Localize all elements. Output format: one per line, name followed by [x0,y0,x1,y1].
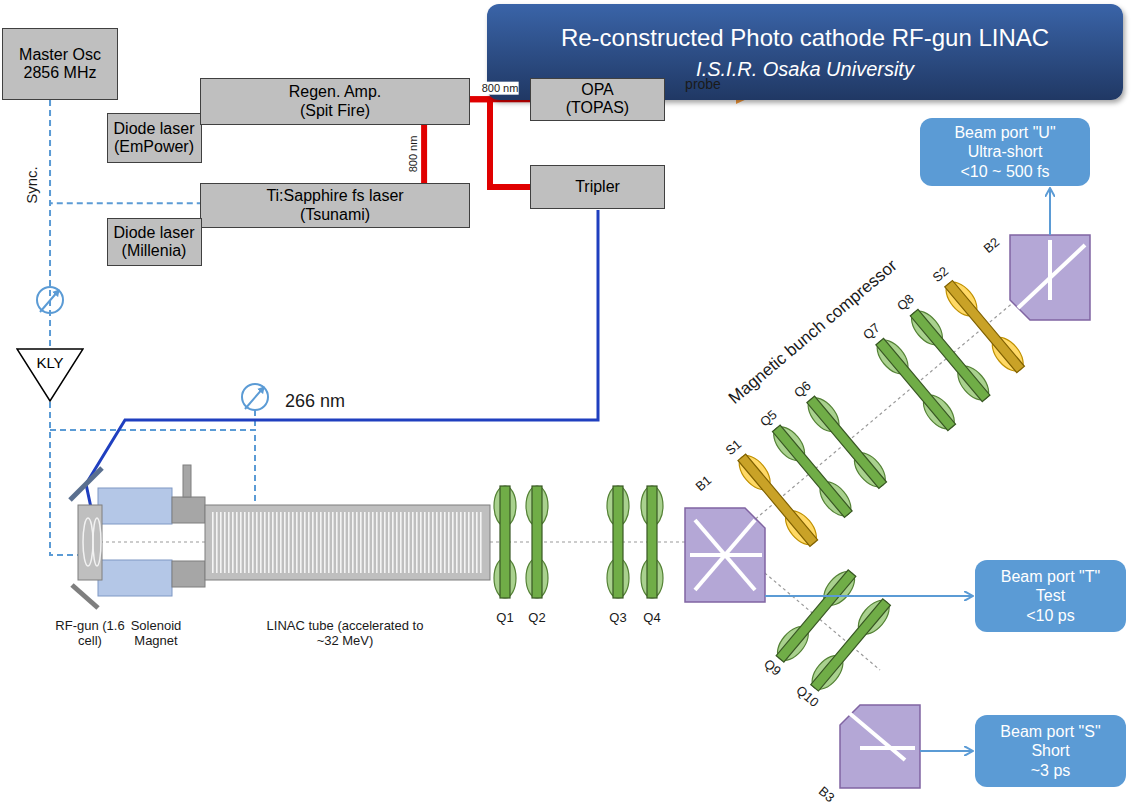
phase-shifter-circle [242,384,268,410]
beam-arrows [765,189,1050,751]
part-label: RF-gun (1.6 cell) [55,619,125,649]
beam-port-box: Beam port "S"Short~3 ps [975,715,1126,787]
rf-feed-line [50,402,78,555]
bending-magnet-path [848,712,915,760]
part-label: Q9 [761,657,784,680]
edge-label: 800 nm [407,136,420,173]
gun-support [72,585,98,608]
beam-arrow [1049,189,1051,235]
part-label: Q4 [643,611,660,626]
equipment-box: Master Osc2856 MHz [2,28,118,100]
box-text: Test [1036,586,1065,605]
part-label: Q1 [496,611,513,626]
box-text: (TOPAS) [566,99,629,117]
box-title: Diode laser [114,224,195,242]
connector-line [49,100,51,348]
bending-magnet [840,705,920,788]
box-title: Tripler [575,178,620,196]
box-text: <10 ~ 500 fs [961,162,1050,181]
equipment-box: Tripler [530,165,665,209]
box-text: I.S.I.R. Osaka University [696,58,914,81]
rf-gun [78,505,102,580]
part-label: Q8 [895,292,918,315]
beam-axis [100,280,1040,670]
part-label: Q2 [528,611,545,626]
box-title: Master Osc [19,46,101,64]
rf-port [183,465,191,497]
equipment-box: Diode laser(EmPower) [107,113,202,163]
bending-magnet-path [1018,240,1085,308]
part-label: S2 [930,264,952,286]
box-title: Beam port "T" [1001,567,1100,586]
linac-tube [205,505,490,580]
box-text: ~3 ps [1031,761,1071,780]
box-title: Beam port "U" [954,123,1055,142]
bending-magnet [685,508,765,602]
beam-arrow [920,750,972,752]
box-title: Regen. Amp. [289,83,382,101]
quadrupole-magnet [494,486,516,598]
part-label: S1 [723,437,745,459]
linac-cells [212,512,483,573]
part-label: 266 nm [285,391,345,412]
box-text: (Tsunami) [300,206,370,224]
box-title: Ti:Sapphire fs laser [266,187,403,205]
part-label: Q5 [757,408,780,431]
part-label: probe [685,76,721,92]
part-label: B1 [693,473,715,495]
part-label: Q3 [609,611,626,626]
box-title: Beam port "S" [1000,722,1100,741]
part-label: LINAC tube (accelerated to ~32 MeV) [263,619,428,649]
connector [50,100,51,348]
quadrupole-magnet [802,392,891,492]
bending-magnet-path [690,520,762,590]
box-title: KLY [36,354,63,371]
solenoid-magnet [98,560,172,596]
equipment-box: Ti:Sapphire fs laser(Tsunami) [200,183,470,228]
beam-port-box: Beam port "T"Test<10 ps [975,560,1126,632]
box-text: Short [1031,741,1069,760]
box-text: (Millenia) [122,242,187,260]
equipment-box: Regen. Amp.(Spit Fire) [200,78,470,125]
part-label: Q7 [860,321,883,344]
edge-label: 800 nm [482,82,519,95]
quadrupole-magnet [607,486,629,598]
part-label: Solenoid Magnet [125,619,187,649]
box-text: 2856 MHz [24,64,97,82]
box-text: (Spit Fire) [300,102,370,120]
bending-magnet [1010,235,1090,320]
uv-laser-path [86,210,598,536]
solenoid-magnet [98,488,172,524]
part-label: B3 [815,784,837,806]
connector [470,99,530,187]
quadrupole-magnet [641,486,663,598]
box-title: Re-constructed Photo cathode RF-gun LINA… [561,24,1049,52]
rf-gun-cell [83,518,93,566]
flange [172,561,205,587]
part-label: Sync. [23,166,40,204]
rf-gun-cell [93,518,101,566]
box-text: Ultra-short [968,142,1043,161]
quadrupole-magnet [806,595,895,695]
klystron-outline [17,349,83,401]
klystron-triangle: KLY [16,348,84,402]
phase-shifter-arrow [245,387,264,409]
connector [424,125,425,183]
box-title: OPA [581,81,614,99]
equipment-box: Diode laser(Millenia) [107,218,202,266]
flange [172,497,205,523]
equipment-box: OPA(TOPAS) [530,78,665,121]
box-text: <10 ps [1026,606,1074,625]
box-title: Diode laser [114,120,195,138]
beam-arrow [765,595,972,597]
connector-line [470,99,530,187]
connector-line [421,125,427,183]
part-label: B2 [981,235,1003,257]
quadrupole-magnet [526,486,548,598]
beam-port-box: Beam port "U"Ultra-short<10 ~ 500 fs [920,118,1090,186]
laser-mirror [70,468,102,500]
part-label: Q6 [792,379,815,402]
box-text: (EmPower) [114,138,194,156]
